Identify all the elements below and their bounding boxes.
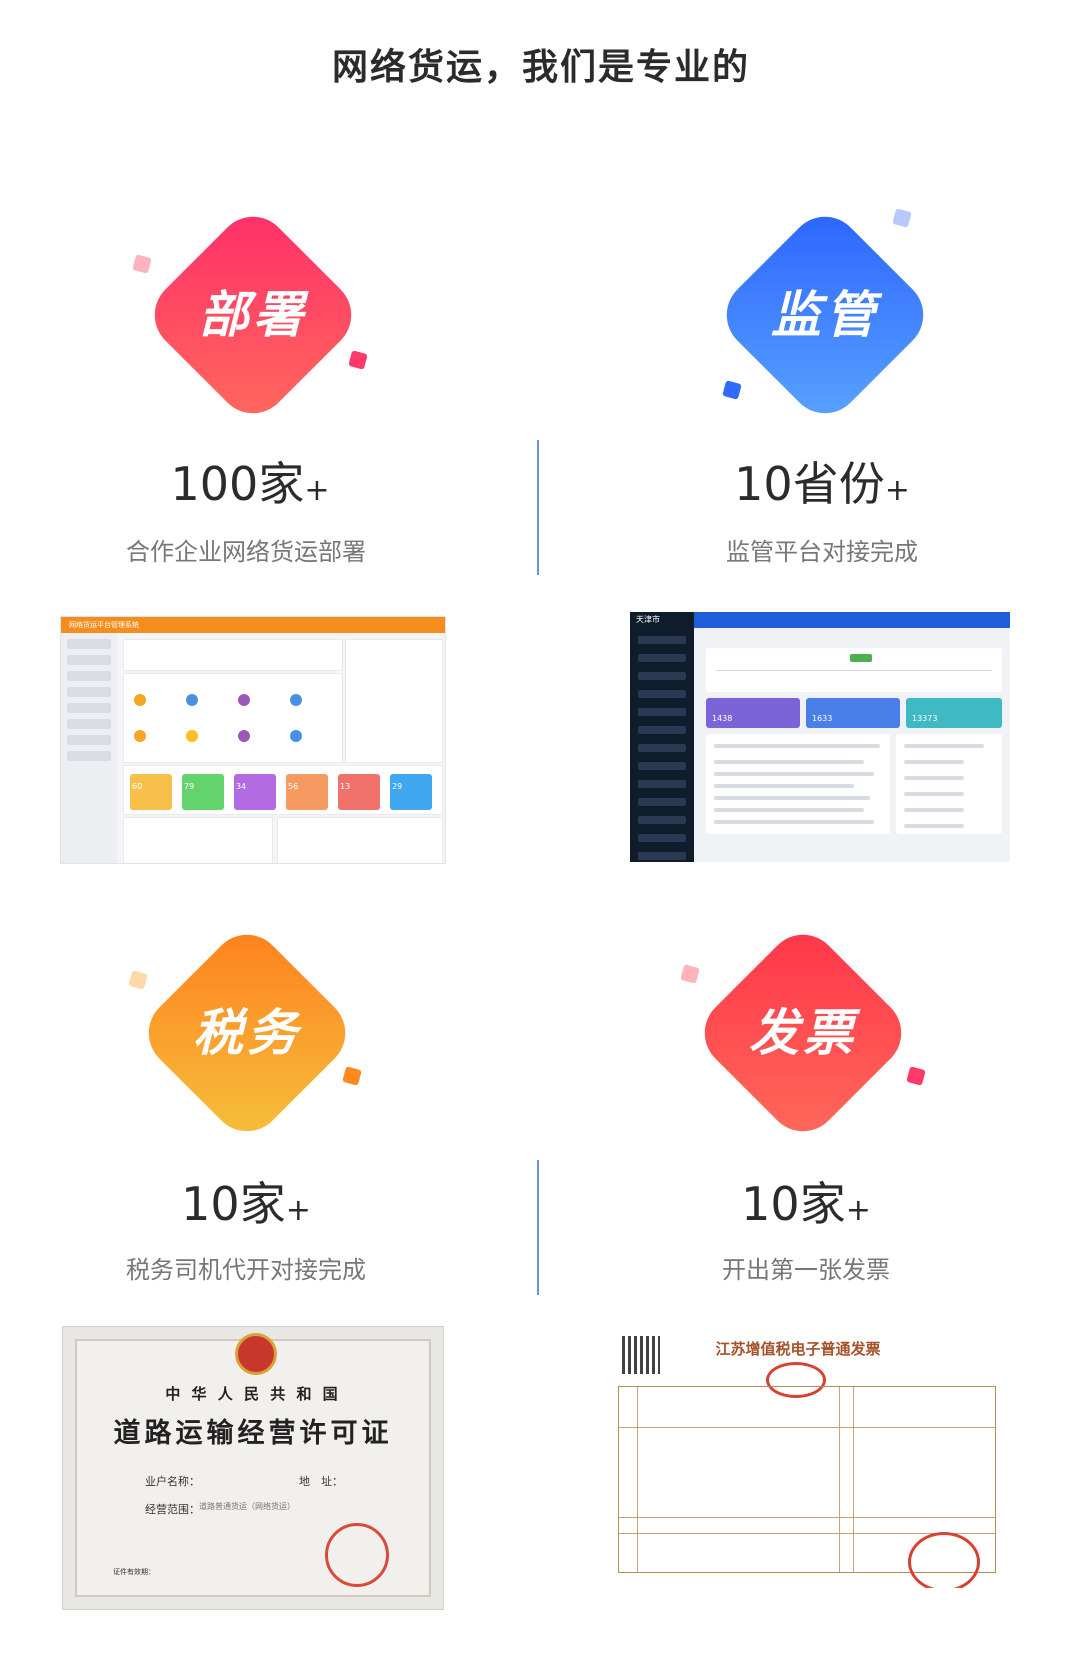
stat-description: 税务司机代开对接完成 [126, 1256, 366, 1284]
profile-card [123, 639, 343, 671]
invoice-photo: 江苏增值税电子普通发票 [608, 1326, 1004, 1588]
scope-label: 经营范围： [145, 1503, 200, 1516]
city-label: 天津市 [636, 615, 660, 624]
stat-description: 监管平台对接完成 [726, 538, 918, 566]
stat-box: 1438 [706, 698, 800, 728]
stat-plus: + [884, 473, 910, 508]
todo-card: 60 79 34 56 13 29 [123, 765, 443, 815]
transport-license-photo: 中 华 人 民 共 和 国 道路运输经营许可证 业户名称： 地 址： 经营范围：… [62, 1326, 444, 1610]
stat-value: 10家+ [46, 1168, 446, 1234]
badge-supervision: 监管 [710, 200, 940, 430]
stat-plus: + [285, 1193, 311, 1228]
scope-value: 道路普通货运（网络货运） [199, 1502, 295, 1511]
sidebar [61, 633, 117, 863]
national-emblem-icon [235, 1333, 277, 1375]
column-divider-bottom [537, 1160, 539, 1295]
stat-description: 合作企业网络货运部署 [126, 538, 366, 566]
column-divider-top [537, 440, 539, 575]
tile-value: 60 [132, 782, 143, 791]
tile-value: 56 [288, 782, 299, 791]
stat-value: 100家+ [50, 448, 450, 514]
tile-value: 13 [340, 782, 351, 791]
quick-menu-card [277, 817, 443, 863]
stat-plus: + [845, 1193, 871, 1228]
stat-box-value: 1438 [712, 714, 733, 723]
badge-label: 部署 [199, 286, 307, 344]
stat-plus: + [304, 473, 330, 508]
sidebar: 天津市 [630, 612, 694, 862]
badge-label: 监管 [771, 286, 879, 344]
badge-label: 税务 [193, 1004, 301, 1062]
progress-panel [706, 648, 1002, 692]
tile-value: 29 [392, 782, 403, 791]
invoice-grid [618, 1386, 996, 1573]
badge-tax: 税务 [132, 918, 362, 1148]
badge-label: 发票 [749, 1004, 857, 1062]
certificate-country: 中 华 人 民 共 和 国 [165, 1385, 341, 1403]
badge-invoice: 发票 [688, 918, 918, 1148]
top-bar [630, 612, 1010, 628]
list-panel [896, 734, 1002, 834]
stat-number: 100家 [170, 457, 305, 511]
badge-deploy: 部署 [138, 200, 368, 430]
supervision-platform-screenshot: 天津市 1438 1633 13373 [630, 612, 1010, 862]
validity-label: 证件有效期： [113, 1568, 155, 1576]
stat-box-value: 1633 [812, 714, 833, 723]
stat-box: 13373 [906, 698, 1002, 728]
stat-box: 1633 [806, 698, 900, 728]
seller-seal [908, 1532, 980, 1588]
table-panel [706, 734, 890, 834]
data-table-card [123, 817, 273, 863]
tile-value: 34 [236, 782, 247, 791]
official-seal [325, 1523, 389, 1587]
tile-value: 79 [184, 782, 195, 791]
stat-value: 10家+ [606, 1168, 1006, 1234]
stat-description: 开出第一张发票 [722, 1256, 890, 1284]
qr-code-icon [622, 1336, 660, 1374]
address-label: 地 址： [299, 1475, 343, 1488]
stat-value: 10省份+ [622, 448, 1022, 514]
stat-box-value: 13373 [912, 714, 938, 723]
stat-number: 10省份 [734, 457, 885, 511]
notice-card [345, 639, 443, 763]
stat-number: 10家 [181, 1177, 286, 1231]
stat-number: 10家 [741, 1177, 846, 1231]
app-title-bar: 网络货运平台管理系统 [61, 617, 445, 633]
certificate-name: 道路运输经营许可证 [113, 1418, 393, 1449]
invoice-title: 江苏增值税电子普通发票 [715, 1340, 881, 1358]
page-title: 网络货运，我们是专业的 [331, 47, 750, 88]
owner-label: 业户名称： [145, 1475, 200, 1488]
stats-card [123, 673, 343, 763]
invoice-seal [766, 1362, 826, 1398]
deploy-platform-screenshot: 网络货运平台管理系统 60 79 34 56 13 29 [60, 616, 446, 864]
